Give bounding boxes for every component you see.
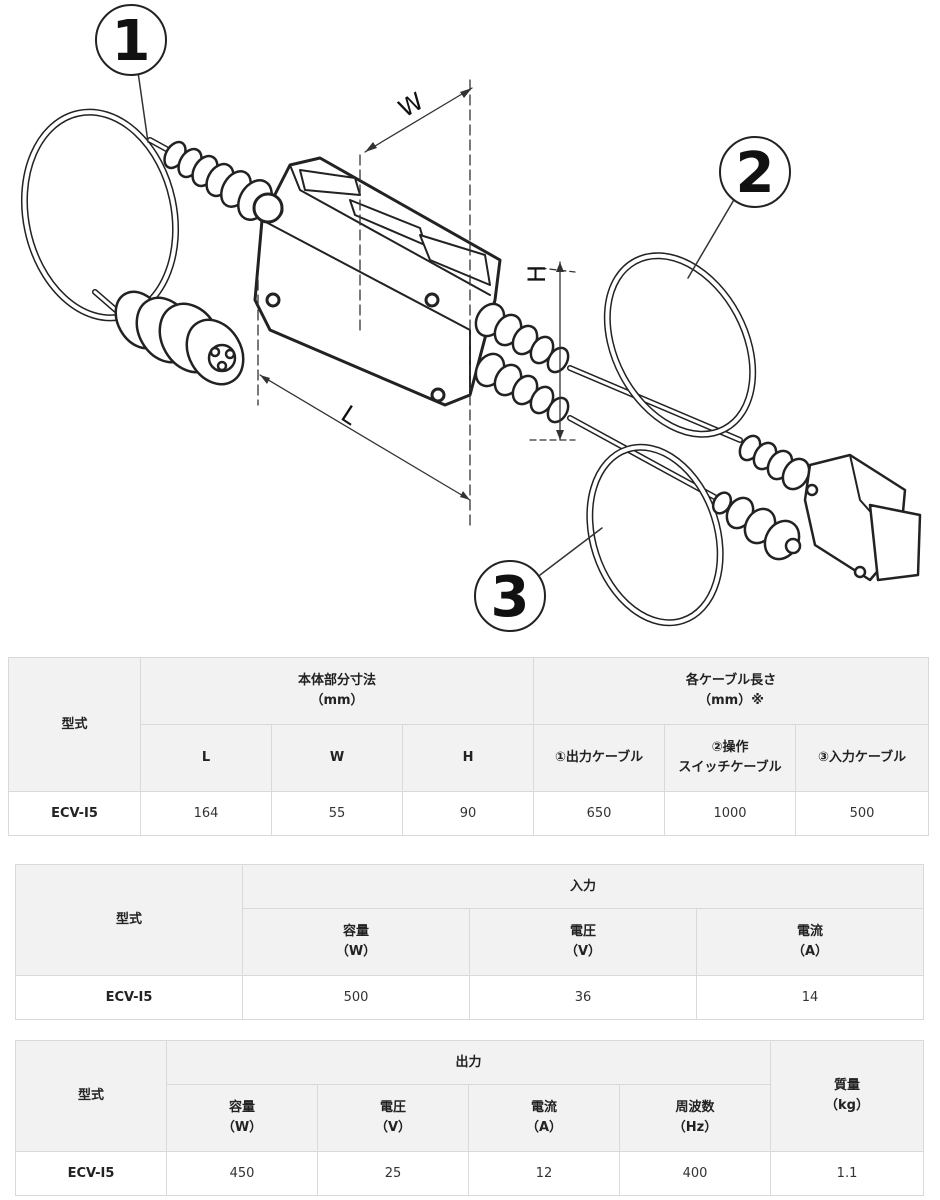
- column-header-l: L: [140, 724, 272, 792]
- value-cell: 36: [469, 975, 697, 1020]
- value-cell: 25: [317, 1151, 469, 1196]
- value-cell: 1.1: [770, 1151, 925, 1196]
- main-body-drawing: [252, 156, 502, 407]
- dimension-l-label: L: [336, 400, 363, 431]
- column-header-capacity: 容量 （W）: [242, 908, 470, 976]
- column-header-capacity: 容量 （W）: [166, 1084, 318, 1152]
- value-cell: 164: [140, 791, 272, 836]
- mass-header: 質量 （kg）: [770, 1040, 925, 1152]
- input-cable-drawing: [567, 415, 802, 627]
- output-spec-table: 型式 出力 質量 （kg） 容量 （W） 電圧 （V） 電流 （A） 周波数 （…: [15, 1040, 925, 1196]
- column-header-voltage: 電圧 （V）: [317, 1084, 469, 1152]
- column-header-input-cable: ③入力ケーブル: [795, 724, 930, 792]
- model-header: 型式: [15, 864, 243, 976]
- callout-leaders: [137, 71, 736, 576]
- switch-cable-drawing: [474, 252, 922, 582]
- column-header-w: W: [271, 724, 403, 792]
- table-row: ECV-I5 500 36 14: [15, 975, 924, 1020]
- callout-1: 1: [112, 9, 151, 74]
- callout-2: 2: [736, 141, 775, 206]
- callout-circles: [95, 4, 791, 632]
- value-cell: 90: [401, 791, 535, 836]
- column-header-switch-cable: ②操作 スイッチケーブル: [664, 724, 797, 792]
- column-header-h: H: [401, 724, 535, 792]
- model-cell: ECV-I5: [15, 975, 243, 1020]
- value-cell: 400: [618, 1151, 772, 1196]
- value-cell: 450: [166, 1151, 318, 1196]
- value-cell: 14: [696, 975, 924, 1020]
- body-dimensions-header: 本体部分寸法 （mm）: [139, 657, 535, 725]
- column-header-voltage: 電圧 （V）: [469, 908, 697, 976]
- dimensions-table: 型式 本体部分寸法 （mm） 各ケーブル長さ （mm）※ L W H ①出力ケー…: [8, 657, 930, 836]
- column-header-output-cable: ①出力ケーブル: [533, 724, 666, 792]
- output-group-header: 出力: [165, 1040, 772, 1085]
- column-header-frequency: 周波数 （Hz）: [618, 1084, 772, 1152]
- value-cell: 12: [468, 1151, 620, 1196]
- output-cable-drawing: [20, 108, 273, 386]
- value-cell: 650: [533, 791, 666, 836]
- dimension-h-label: H: [523, 265, 551, 283]
- cable-length-header: 各ケーブル長さ （mm）※: [533, 657, 930, 725]
- model-header: 型式: [15, 1040, 167, 1152]
- value-cell: 500: [242, 975, 470, 1020]
- product-diagram: 1 2 3 W L H: [20, 4, 922, 632]
- value-cell: 500: [795, 791, 930, 836]
- table-row: ECV-I5 164 55 90 650 1000 500: [8, 791, 930, 836]
- value-cell: 1000: [664, 791, 797, 836]
- model-header: 型式: [8, 657, 141, 792]
- column-header-current: 電流 （A）: [468, 1084, 620, 1152]
- model-cell: ECV-I5: [15, 1151, 167, 1196]
- model-cell: ECV-I5: [8, 791, 141, 836]
- table-row: ECV-I5 450 25 12 400 1.1: [15, 1151, 925, 1196]
- callout-3: 3: [491, 565, 530, 630]
- input-spec-table: 型式 入力 容量 （W） 電圧 （V） 電流 （A） ECV-I5 500 36…: [15, 864, 924, 1020]
- dimension-lines: [257, 79, 576, 526]
- column-header-current: 電流 （A）: [696, 908, 924, 976]
- input-group-header: 入力: [242, 864, 924, 909]
- value-cell: 55: [271, 791, 403, 836]
